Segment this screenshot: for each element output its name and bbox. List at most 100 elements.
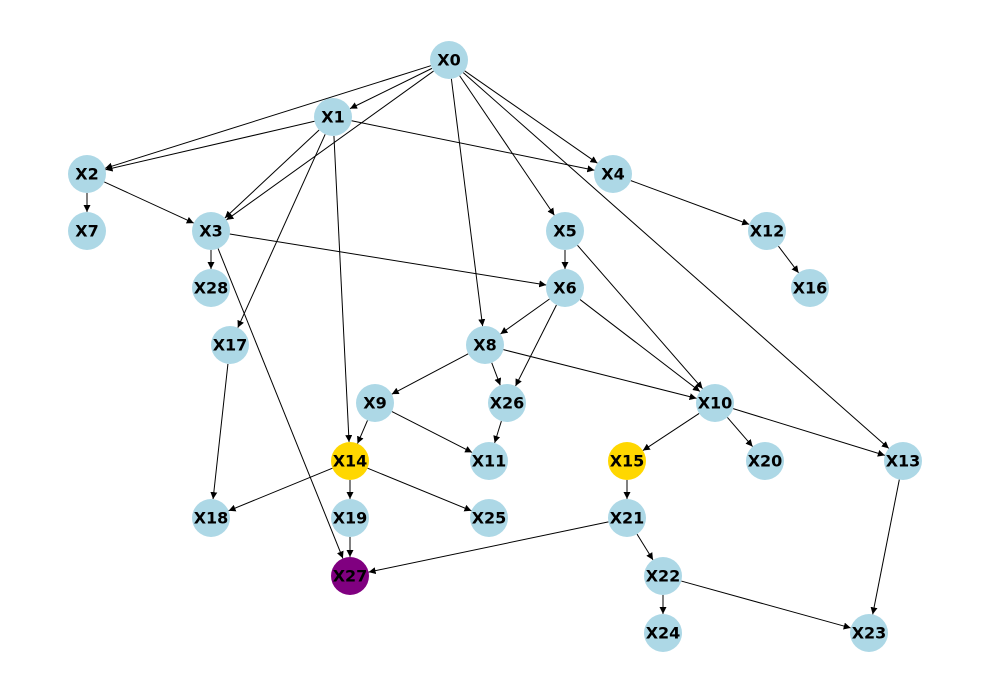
edge-x2-x3	[104, 181, 194, 224]
edge-x10-x13	[733, 408, 885, 457]
node-label: X3	[199, 222, 222, 241]
node-circle	[192, 269, 230, 307]
node-x23: X23	[850, 614, 888, 652]
node-label: X18	[194, 509, 229, 528]
edge-x1-x14	[333, 135, 353, 443]
node-label: X20	[748, 452, 783, 471]
node-label: X26	[490, 394, 525, 413]
edge-x8-x10	[503, 349, 697, 401]
edge-x10-x15	[642, 413, 700, 451]
node-label: X21	[610, 509, 645, 528]
node-circle	[608, 499, 646, 537]
node-x16: X16	[791, 269, 829, 307]
edge-x4-x12	[630, 180, 750, 226]
edge-x9-x11	[391, 411, 473, 453]
node-label: X10	[698, 394, 733, 413]
node-x18: X18	[192, 499, 230, 537]
node-circle	[748, 212, 786, 250]
node-label: X16	[793, 279, 828, 298]
node-x12: X12	[748, 212, 786, 250]
edge-x0-x8	[450, 78, 486, 327]
node-x26: X26	[488, 384, 526, 422]
edge-x6-x10	[579, 299, 701, 392]
node-x28: X28	[192, 269, 230, 307]
edge-x0-x5	[459, 75, 555, 216]
edge-x14-x18	[228, 467, 333, 512]
node-label: X17	[213, 336, 248, 355]
node-circle	[68, 212, 106, 250]
edge-x12-x16	[778, 245, 799, 274]
node-label: X11	[472, 452, 507, 471]
node-x8: X8	[466, 326, 504, 364]
edge-x3-x6	[229, 233, 547, 288]
node-label: X22	[646, 567, 681, 586]
node-x27: X27	[331, 557, 369, 595]
node-x3: X3	[192, 212, 230, 250]
edge-x21-x27	[368, 521, 609, 575]
node-label: X12	[750, 222, 785, 241]
edge-x3-x27	[217, 248, 344, 559]
node-label: X13	[886, 452, 921, 471]
edge-x13-x23	[870, 479, 900, 615]
edge-x22-x23	[681, 580, 851, 630]
node-label: X2	[75, 165, 98, 184]
node-x10: X10	[696, 384, 734, 422]
node-circle	[192, 212, 230, 250]
node-label: X7	[75, 222, 98, 241]
node-x25: X25	[470, 499, 508, 537]
edge-x6-x26	[515, 304, 557, 387]
edge-x6-x8	[500, 298, 550, 335]
node-circle	[211, 326, 249, 364]
edge-x1-x4	[351, 120, 595, 173]
node-label: X19	[333, 509, 368, 528]
node-circle	[466, 326, 504, 364]
node-circle	[746, 442, 784, 480]
node-label: X27	[333, 567, 368, 586]
edge-x21-x22	[636, 533, 654, 561]
edge-x0-x4	[464, 70, 598, 164]
node-circle	[470, 442, 508, 480]
node-x4: X4	[594, 155, 632, 193]
node-circle	[791, 269, 829, 307]
node-circle	[608, 442, 646, 480]
edge-x0-x3	[226, 70, 434, 221]
node-x15: X15	[608, 442, 646, 480]
node-circle	[192, 499, 230, 537]
node-x5: X5	[546, 212, 584, 250]
node-label: X6	[553, 279, 576, 298]
node-x11: X11	[470, 442, 508, 480]
node-label: X8	[473, 336, 496, 355]
node-label: X23	[852, 624, 887, 643]
node-x22: X22	[644, 557, 682, 595]
node-x17: X17	[211, 326, 249, 364]
edge-x14-x25	[367, 467, 472, 512]
node-label: X5	[553, 222, 576, 241]
edge-x0-x13	[462, 72, 890, 449]
node-x20: X20	[746, 442, 784, 480]
node-circle	[68, 155, 106, 193]
node-label: X0	[437, 51, 460, 70]
node-x1: X1	[314, 98, 352, 136]
edge-x9-x14	[357, 420, 368, 444]
node-x9: X9	[356, 384, 394, 422]
node-circle	[884, 442, 922, 480]
edge-x0-x2	[104, 65, 432, 170]
node-circle	[470, 499, 508, 537]
node-x21: X21	[608, 499, 646, 537]
node-circle	[546, 269, 584, 307]
node-circle	[430, 41, 468, 79]
node-label: X24	[646, 624, 681, 643]
node-label: X1	[321, 108, 344, 127]
node-circle	[356, 384, 394, 422]
node-circle	[850, 614, 888, 652]
node-label: X15	[610, 452, 645, 471]
node-label: X9	[363, 394, 386, 413]
edge-x1-x2	[105, 120, 315, 172]
node-circle	[314, 98, 352, 136]
node-x14: X14	[331, 442, 369, 480]
node-circle	[546, 212, 584, 250]
node-x24: X24	[644, 614, 682, 652]
node-circle	[331, 442, 369, 480]
node-circle	[488, 384, 526, 422]
